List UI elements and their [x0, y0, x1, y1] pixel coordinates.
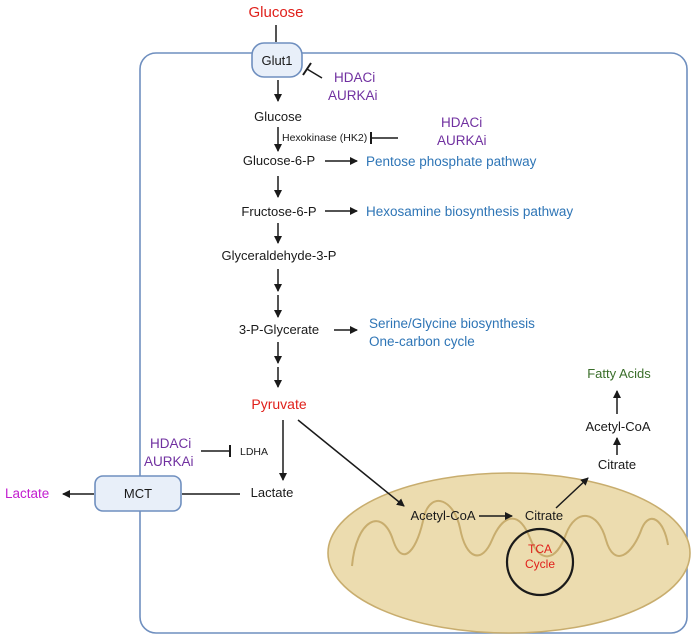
extracellular-lactate-label: Lactate: [5, 486, 49, 501]
cytosol-acetyl-coa-label: Acetyl-CoA: [585, 419, 650, 434]
mct-transporter: [94, 475, 182, 512]
arrow-pyruvate-to-acetyl-coa: [297, 419, 405, 507]
glut1-inhibition-bar: [302, 62, 312, 76]
one-carbon-label: One-carbon cycle: [369, 334, 475, 349]
glut1-label: Glut1: [261, 53, 292, 68]
arrow-mito-citrate-to-cytosol: [555, 477, 589, 509]
ldha-inhibitor-aurkai: AURKAi: [144, 454, 194, 469]
glucose-label: Glucose: [254, 109, 302, 124]
ldha-label: LDHA: [240, 446, 268, 458]
glucose-6-p-label: Glucose-6-P: [243, 153, 315, 168]
ldha-inhibitor-hdaci: HDACi: [150, 436, 191, 451]
tca-label: TCA: [528, 542, 552, 556]
glut1-inhibition-line: [306, 68, 323, 79]
mct-label: MCT: [124, 486, 152, 501]
mitochondrial-cristae: [351, 500, 669, 567]
lactate-label: Lactate: [251, 485, 294, 500]
glut1-transporter: [251, 42, 303, 78]
hk2-inhibitor-aurkai: AURKAi: [437, 133, 487, 148]
glut1-inhibitor-hdaci: HDACi: [334, 70, 375, 85]
hk2-inhibitor-hdaci: HDACi: [441, 115, 482, 130]
glut1-inhibitor-aurkai: AURKAi: [328, 88, 378, 103]
mito-acetyl-coa-label: Acetyl-CoA: [410, 508, 475, 523]
mito-citrate-label: Citrate: [525, 508, 563, 523]
pyruvate-label: Pyruvate: [251, 396, 306, 412]
3-p-glycerate-label: 3-P-Glycerate: [239, 322, 319, 337]
hexosamine-label: Hexosamine biosynthesis pathway: [366, 204, 573, 219]
glyceraldehyde-3-p-label: Glyceraldehyde-3-P: [222, 248, 337, 263]
extracellular-glucose-label: Glucose: [248, 4, 303, 21]
fatty-acids-label: Fatty Acids: [587, 366, 651, 381]
cell-membrane: [139, 52, 688, 634]
hexokinase-label: Hexokinase (HK2): [282, 132, 367, 144]
cytosol-citrate-label: Citrate: [598, 457, 636, 472]
tca-cycle-circle: [505, 527, 575, 597]
fructose-6-p-label: Fructose-6-P: [241, 204, 316, 219]
serine-glycine-label: Serine/Glycine biosynthesis: [369, 316, 535, 331]
pentose-phosphate-label: Pentose phosphate pathway: [366, 154, 537, 169]
cycle-label: Cycle: [525, 557, 555, 571]
